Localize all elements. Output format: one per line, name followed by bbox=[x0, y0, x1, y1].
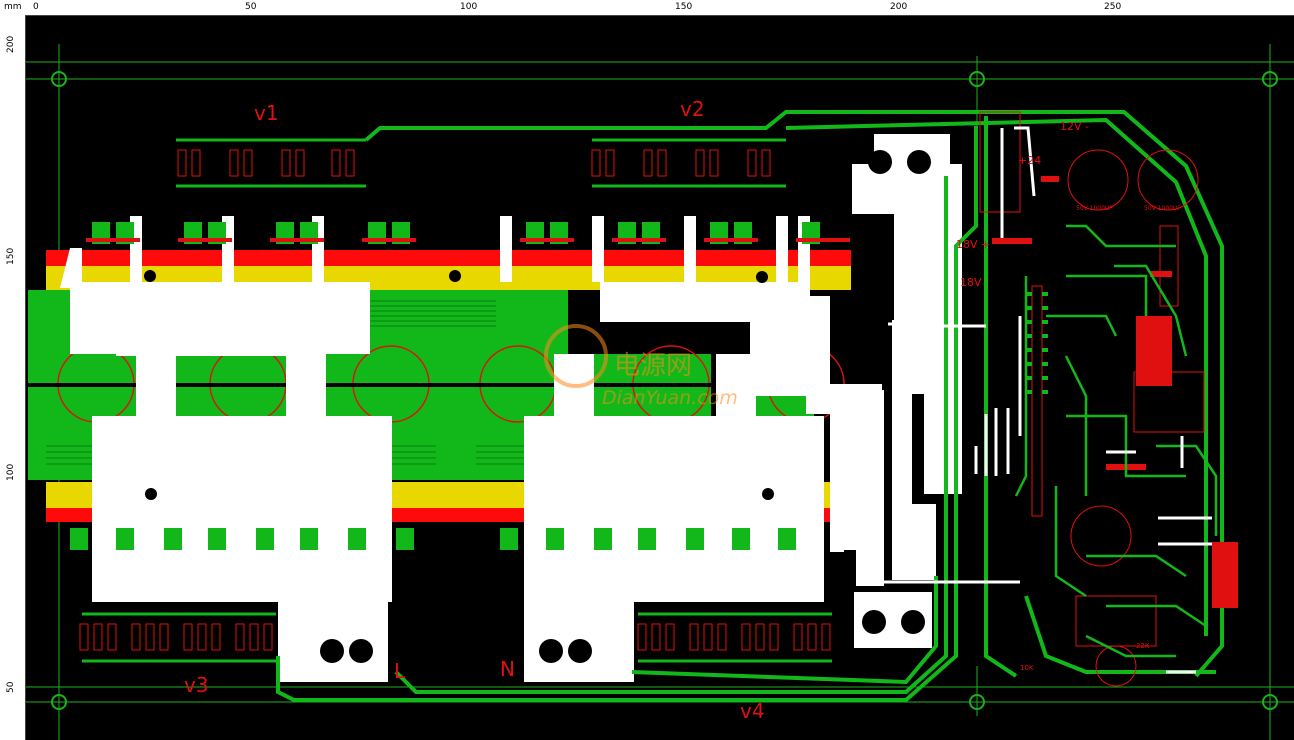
watermark: 电源网 DianYuan.com bbox=[544, 324, 738, 409]
watermark-logo-icon bbox=[544, 324, 608, 388]
group-label-v2: v2 bbox=[680, 97, 705, 121]
cap-label: 50V 1000UF bbox=[1076, 205, 1113, 212]
ic-pins bbox=[1026, 292, 1048, 394]
voltage-label-18v-plus: 18V + bbox=[956, 238, 990, 251]
watermark-brand-cn: 电源网 bbox=[614, 351, 692, 381]
ruler-tick-label: 200 bbox=[6, 35, 16, 53]
ruler-tick-label: 100 bbox=[6, 463, 16, 481]
copper-hatch bbox=[46, 300, 526, 465]
group-label-v3: v3 bbox=[184, 673, 209, 697]
bottom-transistor-row bbox=[70, 528, 796, 550]
control-connectors bbox=[992, 176, 1238, 608]
ruler-tick-label: 150 bbox=[6, 247, 16, 265]
top-transistor-row bbox=[86, 222, 850, 244]
terminal-label-l: L bbox=[394, 659, 406, 683]
ruler-tick-label: 50 bbox=[245, 2, 257, 12]
ruler-tick-label: 200 bbox=[890, 2, 908, 12]
ruler-tick-label: 50 bbox=[6, 681, 16, 693]
ruler-tick-label: 100 bbox=[460, 2, 478, 12]
busbar-holes bbox=[144, 150, 931, 663]
cap-label: 50V 1000UF bbox=[1144, 205, 1181, 212]
top-red-rail bbox=[46, 250, 851, 266]
horizontal-ruler: mm 0 50 100 150 200 250 bbox=[0, 0, 1294, 16]
ruler-unit: mm bbox=[4, 2, 22, 12]
gate-driver-components bbox=[79, 149, 831, 651]
vertical-ruler: 200 150 100 50 bbox=[0, 15, 26, 740]
resistor-label: 22K bbox=[1136, 642, 1150, 650]
ruler-tick-label: 0 bbox=[33, 2, 39, 12]
ruler-tick-label: 250 bbox=[1104, 2, 1122, 12]
copper-traces bbox=[276, 110, 1224, 702]
watermark-brand-en: DianYuan.com bbox=[602, 387, 738, 409]
terminal-label-n: N bbox=[500, 657, 515, 681]
pcb-canvas[interactable]: v1 v2 v3 v4 L N 12V - +24 18V + 18V 50V … bbox=[26, 16, 1294, 740]
jumper-wires bbox=[878, 126, 1212, 674]
power-busbars bbox=[60, 134, 962, 682]
resistor-label: 10K bbox=[1020, 664, 1034, 672]
group-label-v1: v1 bbox=[254, 101, 279, 125]
voltage-label-18v: 18V bbox=[960, 276, 982, 289]
group-label-v4: v4 bbox=[740, 699, 765, 723]
gate-driver-bus bbox=[82, 138, 832, 663]
voltage-label-24v: +24 bbox=[1018, 154, 1041, 167]
control-traces bbox=[1014, 224, 1218, 658]
control-board-outlines bbox=[979, 111, 1205, 687]
ruler-tick-label: 150 bbox=[675, 2, 693, 12]
voltage-label-12v: 12V - bbox=[1060, 120, 1089, 133]
